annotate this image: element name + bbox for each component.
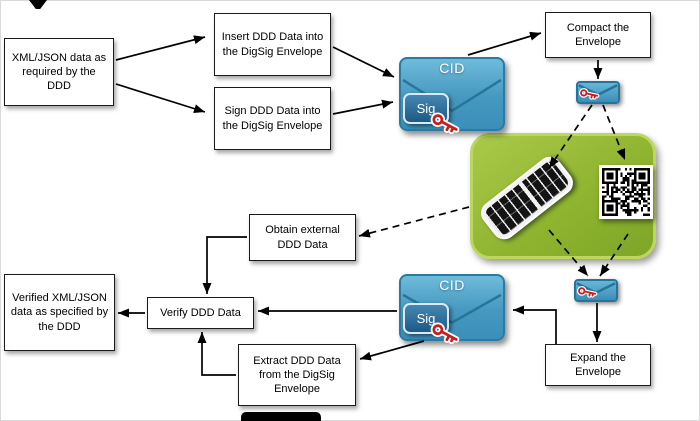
box-xml-json-input-label: XML/JSON data as required by the DDD [11,51,107,93]
digsig-envelope-received: CID Sig [399,274,505,345]
box-obtain-external-data-label: Obtain external DDD Data [265,224,340,251]
box-obtain-external-data: Obtain external DDD Data [249,214,356,261]
box-expand-envelope-label: Expand the Envelope [570,351,626,378]
sig-badge: Sig [403,93,460,135]
arrow-xml-to-sign [115,83,206,113]
box-sign-ddd-data-label: Sign DDD Data into the DigSig Envelope [222,105,323,132]
arrow-expand-to-envelope [513,305,557,344]
box-extract-ddd-data: Extract DDD Data from the DigSig Envelop… [238,344,356,406]
key-icon [430,322,460,345]
box-compact-envelope-label: Compact the Envelope [566,21,630,48]
key-icon [576,286,598,298]
arrow-envelope-to-compact [467,31,542,56]
envelope-flap-lines [401,59,503,129]
box-verified-output-label: Verified XML/JSON data as specified by t… [10,292,109,333]
arrow-envelope-to-extract [359,340,425,361]
key-icon [578,88,600,100]
box-xml-json-input: XML/JSON data as required by the DDD [4,38,114,106]
box-insert-ddd-data-label: Insert DDD Data into the DigSig Envelope [221,31,324,58]
box-verify-ddd-data: Verify DDD Data [147,297,254,329]
sig-label: Sig [416,101,436,116]
arrow-extract-to-verify [197,332,236,376]
sig-label: Sig [416,311,436,326]
arrow-sign-to-envelope [332,99,394,115]
dashed-arrow-media-to-obtain [358,206,470,238]
cid-label: CID [439,60,465,76]
box-verify-ddd-data-label: Verify DDD Data [160,306,241,319]
cropped-mark-bottom [241,412,321,421]
sealed-envelope-icon [576,81,620,104]
cid-label: CID [439,277,465,293]
box-extract-ddd-data-label: Extract DDD Data from the DigSig Envelop… [253,354,341,396]
box-insert-ddd-data: Insert DDD Data into the DigSig Envelope [214,13,331,76]
qr-code-icon [599,165,653,219]
box-verified-output: Verified XML/JSON data as specified by t… [4,274,115,351]
arrow-xml-to-insert [115,35,206,61]
arrow-insert-to-envelope [332,46,395,78]
arrow-obtain-to-verify [202,236,247,294]
box-expand-envelope: Expand the Envelope [545,344,651,386]
key-icon [430,112,460,135]
cropped-mark-top [29,0,47,9]
qr-pattern [602,168,650,216]
sig-badge: Sig [403,303,460,345]
box-sign-ddd-data: Sign DDD Data into the DigSig Envelope [214,87,331,150]
sealed-envelope-icon [574,279,618,302]
digsig-envelope-signed: CID Sig [399,57,505,135]
box-compact-envelope: Compact the Envelope [545,12,651,58]
